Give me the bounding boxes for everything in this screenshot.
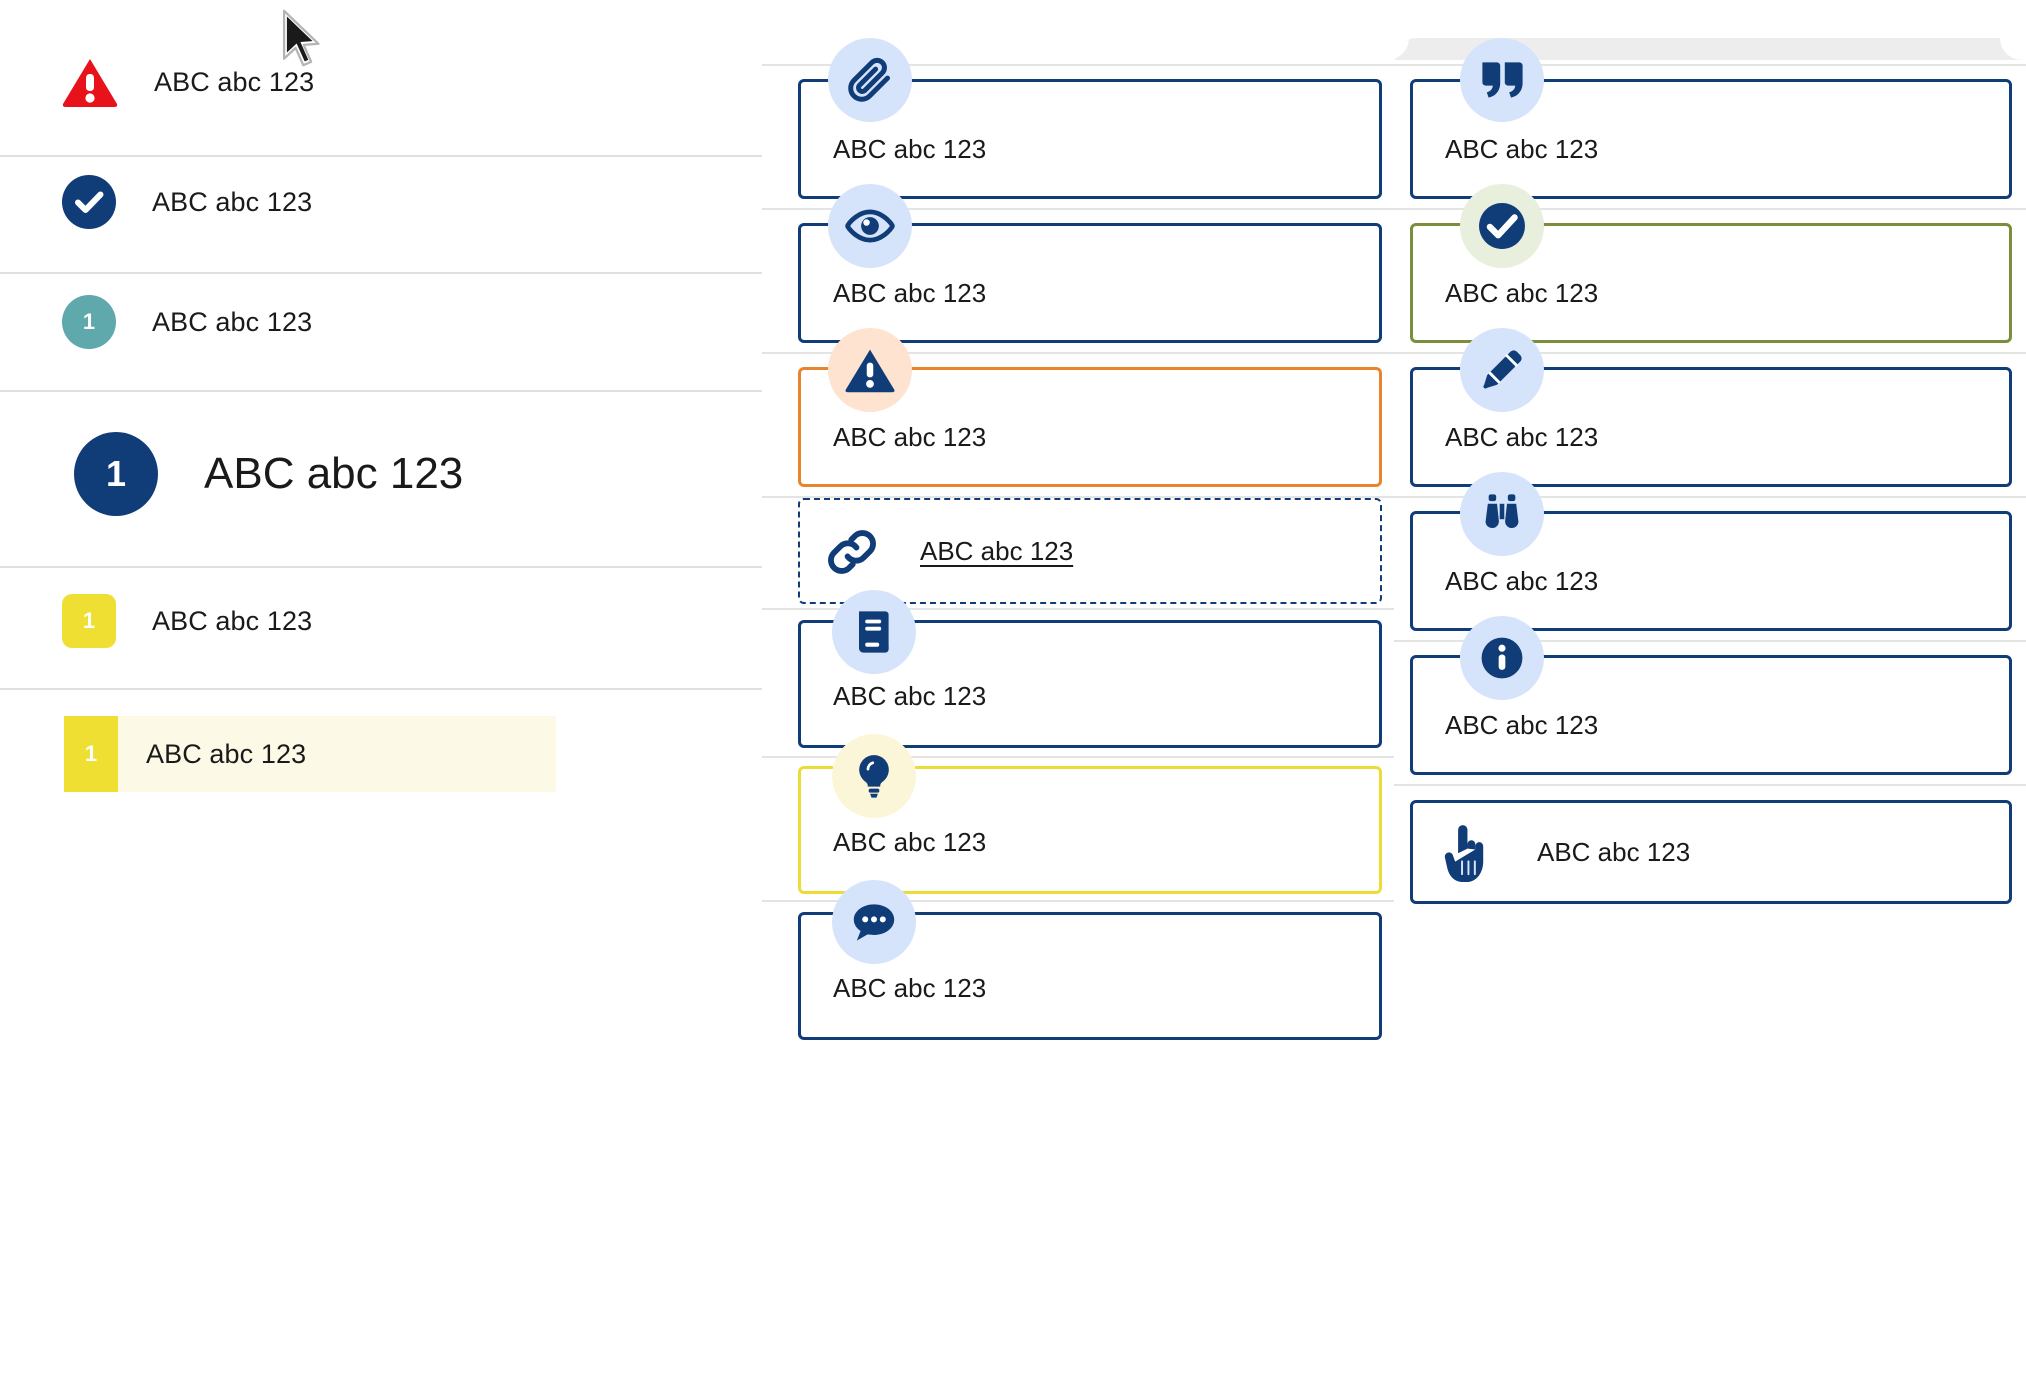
card-link-label[interactable]: ABC abc 123: [920, 535, 1074, 566]
left-list-column: ABC abc 123 ABC abc 123 1 ABC abc 123 1 …: [0, 0, 762, 1392]
card-attachment[interactable]: ABC abc 123: [798, 79, 1382, 199]
column-divider: [762, 64, 1394, 66]
card-label: ABC abc 123: [833, 278, 987, 308]
card-label: ABC abc 123: [833, 134, 987, 164]
card-label: ABC abc 123: [1445, 710, 1599, 740]
column-divider: [762, 208, 1394, 210]
list-item-label: ABC abc 123: [152, 605, 313, 636]
column-divider: [1394, 352, 2026, 354]
card-label: ABC abc 123: [1445, 566, 1599, 596]
column-divider: [1394, 784, 2026, 786]
number-badge-icon: 1: [62, 594, 116, 648]
quote-icon: [1460, 38, 1544, 122]
column-divider: [762, 352, 1394, 354]
list-item-label: ABC abc 123: [154, 66, 315, 97]
check-circle-icon: [62, 175, 116, 229]
badge-number: 1: [82, 309, 96, 334]
column-divider: [1394, 640, 2026, 642]
comment-icon: [832, 880, 916, 964]
link-icon: [824, 524, 880, 580]
list-item-label: ABC abc 123: [146, 738, 307, 769]
list-item-heading[interactable]: 1 ABC abc 123: [74, 432, 463, 516]
card-label: ABC abc 123: [1445, 134, 1599, 164]
list-item-warning[interactable]: ABC abc 123: [62, 57, 314, 107]
panel-shoulder-notch-right: [2000, 38, 2026, 60]
panel-shoulder: [1395, 38, 2026, 60]
pencil-icon: [1460, 328, 1544, 412]
lightbulb-icon: [832, 734, 916, 818]
list-divider: [0, 155, 762, 157]
card-label: ABC abc 123: [1445, 278, 1599, 308]
card-comment[interactable]: ABC abc 123: [798, 912, 1382, 1040]
list-divider: [0, 272, 762, 274]
paperclip-icon: [828, 38, 912, 122]
card-label: ABC abc 123: [833, 422, 987, 452]
column-divider: [762, 608, 1394, 610]
column-divider: [1394, 496, 2026, 498]
list-item-heading-label: ABC abc 123: [204, 449, 464, 498]
column-divider: [1394, 64, 2026, 66]
card-label: ABC abc 123: [833, 827, 987, 857]
list-divider: [0, 688, 762, 690]
badge-number: 1: [84, 741, 98, 766]
list-divider: [0, 390, 762, 392]
binoculars-icon: [1460, 472, 1544, 556]
warning-triangle-icon: [828, 328, 912, 412]
card-action[interactable]: ABC abc 123: [1410, 800, 2012, 904]
list-item-selected[interactable]: 1 ABC abc 123: [64, 716, 556, 792]
list-item-numbered-teal[interactable]: 1 ABC abc 123: [62, 295, 312, 349]
number-badge-icon: 1: [62, 295, 116, 349]
eye-icon: [828, 184, 912, 268]
pointing-hand-icon: [1437, 821, 1493, 885]
info-icon: [1460, 616, 1544, 700]
column-divider: [762, 900, 1394, 902]
list-item-numbered-yellow[interactable]: 1 ABC abc 123: [62, 594, 312, 648]
list-item-label: ABC abc 123: [152, 306, 313, 337]
list-item-success[interactable]: ABC abc 123: [62, 175, 312, 229]
badge-number: 1: [105, 453, 127, 494]
number-badge-icon: 1: [74, 432, 158, 516]
list-divider: [0, 566, 762, 568]
warning-triangle-icon: [62, 57, 118, 107]
card-label: ABC abc 123: [1445, 422, 1599, 452]
column-divider: [762, 756, 1394, 758]
column-divider: [762, 496, 1394, 498]
check-circle-icon: [1460, 184, 1544, 268]
badge-number: 1: [82, 608, 96, 633]
column-divider: [1394, 208, 2026, 210]
card-link[interactable]: ABC abc 123: [798, 498, 1382, 604]
number-badge-icon: 1: [64, 716, 118, 792]
card-label: ABC abc 123: [833, 973, 987, 1003]
card-label: ABC abc 123: [833, 681, 987, 711]
book-icon: [832, 590, 916, 674]
list-item-label: ABC abc 123: [152, 186, 313, 217]
card-label: ABC abc 123: [1537, 836, 1691, 867]
card-quote[interactable]: ABC abc 123: [1410, 79, 2012, 199]
